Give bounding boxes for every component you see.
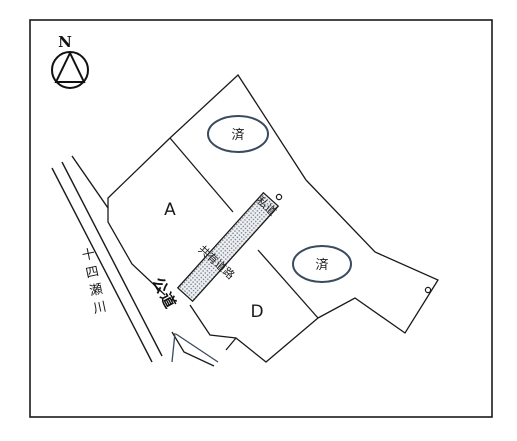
north-letter: N: [58, 33, 72, 51]
lot-a-boundary: [107, 137, 171, 296]
private-road: [176, 191, 280, 303]
sold-badge: 済: [207, 115, 269, 153]
entrance-lines: [171, 331, 215, 367]
parcel-divider-right: [257, 249, 319, 319]
sold-badge-outline: [292, 245, 352, 283]
public-road-label: 公道: [148, 274, 180, 312]
north-arrow: N: [51, 33, 89, 89]
parcel-top-boundary: [169, 73, 307, 181]
road-curve: [171, 332, 219, 363]
river-banks: [51, 155, 163, 363]
lot-a-label: A: [164, 200, 176, 220]
lot-d-label: D: [250, 302, 263, 322]
sold-badge-label: 済: [315, 257, 328, 273]
sold-badge-label: 済: [231, 127, 244, 143]
lot-parcels: [107, 73, 439, 367]
map-frame: [29, 19, 493, 418]
north-arrow-triangle: [54, 50, 86, 83]
private-road-strip: [176, 191, 280, 303]
river-label: 十四瀬川: [78, 246, 108, 320]
parcel-divider-a-top: [169, 137, 234, 213]
sold-badge-outline: [207, 115, 269, 153]
survey-point-icon: [275, 193, 283, 201]
survey-point-icon: [424, 286, 432, 294]
sold-badge: 済: [292, 245, 352, 283]
parcel-right-boundary: [305, 179, 439, 334]
entrance-stub: [225, 337, 237, 351]
